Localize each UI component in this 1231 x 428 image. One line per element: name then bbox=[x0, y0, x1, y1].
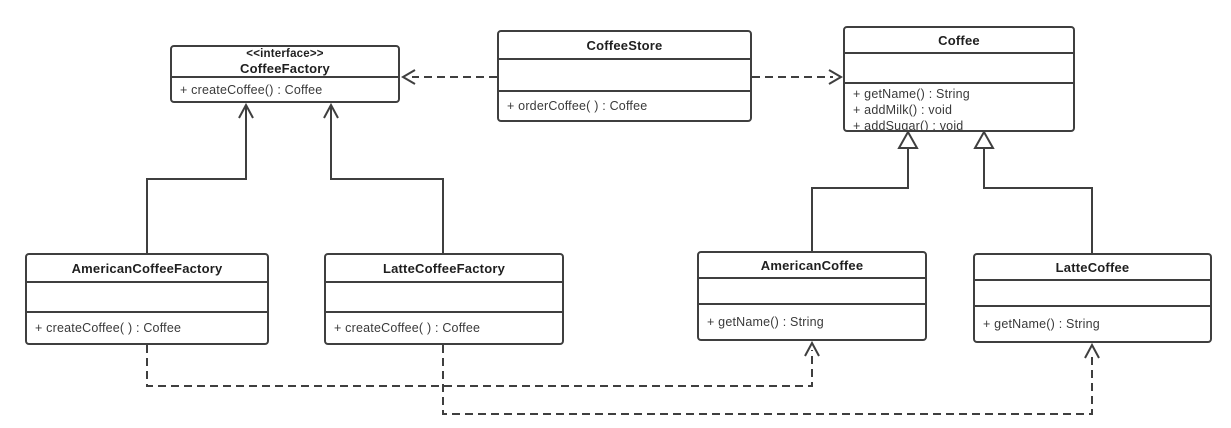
dependency-arrow-coffeestore-to-coffee bbox=[752, 69, 843, 85]
methods-compartment: + createCoffee() : Coffee bbox=[172, 78, 398, 101]
class-header: LatteCoffee bbox=[975, 255, 1210, 281]
methods-compartment: + getName() : String bbox=[699, 305, 925, 339]
attributes-compartment bbox=[326, 283, 562, 313]
method-label: + orderCoffee( ) : Coffee bbox=[507, 99, 648, 113]
attributes-compartment bbox=[699, 279, 925, 305]
class-box-americancoffeefactory[interactable]: AmericanCoffeeFactory + createCoffee( ) … bbox=[25, 253, 269, 345]
dependency-arrow-americancoffeefactory-to-americancoffee bbox=[146, 340, 820, 387]
dependency-arrow-lattecoffeefactory-to-lattecoffee bbox=[442, 342, 1100, 415]
methods-compartment: + orderCoffee( ) : Coffee bbox=[499, 92, 750, 120]
method-label: + createCoffee( ) : Coffee bbox=[334, 321, 481, 335]
attributes-compartment bbox=[27, 283, 267, 313]
class-header: <<interface>> CoffeeFactory bbox=[172, 47, 398, 78]
method-label: + getName() : String bbox=[983, 317, 1100, 331]
generalization-arrow-americancoffee-to-coffee bbox=[811, 129, 919, 251]
methods-compartment: + createCoffee( ) : Coffee bbox=[27, 313, 267, 343]
methods-compartment: + getName() : String bbox=[975, 307, 1210, 341]
attributes-compartment bbox=[845, 54, 1073, 84]
methods-compartment: + createCoffee( ) : Coffee bbox=[326, 313, 562, 343]
dependency-arrow-coffeestore-to-coffeefactory bbox=[401, 69, 497, 85]
class-header: AmericanCoffeeFactory bbox=[27, 255, 267, 283]
class-box-americancoffee[interactable]: AmericanCoffee + getName() : String bbox=[697, 251, 927, 341]
class-header: Coffee bbox=[845, 28, 1073, 54]
class-box-coffeestore[interactable]: CoffeeStore + orderCoffee( ) : Coffee bbox=[497, 30, 752, 122]
class-name: LatteCoffeeFactory bbox=[382, 260, 506, 276]
class-box-lattecoffeefactory[interactable]: LatteCoffeeFactory + createCoffee( ) : C… bbox=[324, 253, 564, 345]
class-header: LatteCoffeeFactory bbox=[326, 255, 562, 283]
class-name: AmericanCoffee bbox=[760, 257, 864, 273]
class-header: CoffeeStore bbox=[499, 32, 750, 60]
method-label: + createCoffee( ) : Coffee bbox=[35, 321, 182, 335]
class-name: LatteCoffee bbox=[1055, 259, 1130, 275]
stereotype-label: <<interface>> bbox=[246, 47, 324, 60]
generalization-arrow-lattecoffee-to-coffee bbox=[973, 129, 1093, 253]
class-box-lattecoffee[interactable]: LatteCoffee + getName() : String bbox=[973, 253, 1212, 343]
method-label: + createCoffee() : Coffee bbox=[180, 82, 323, 97]
attributes-compartment bbox=[499, 60, 750, 92]
attributes-compartment bbox=[975, 281, 1210, 307]
class-box-coffeefactory[interactable]: <<interface>> CoffeeFactory + createCoff… bbox=[170, 45, 400, 103]
method-label: + addMilk() : void bbox=[853, 103, 953, 117]
method-label: + getName() : String bbox=[853, 87, 970, 101]
class-name: AmericanCoffeeFactory bbox=[71, 260, 223, 276]
class-name: CoffeeStore bbox=[586, 37, 663, 53]
method-label: + addSugar() : void bbox=[853, 119, 964, 130]
class-header: AmericanCoffee bbox=[699, 253, 925, 279]
method-label: + getName() : String bbox=[707, 315, 824, 329]
class-name: CoffeeFactory bbox=[239, 60, 330, 76]
class-box-coffee[interactable]: Coffee + getName() : String + addMilk() … bbox=[843, 26, 1075, 132]
realization-arrow-americancoffeefactory-to-coffeefactory bbox=[146, 102, 254, 253]
class-name: Coffee bbox=[938, 32, 980, 48]
methods-compartment: + getName() : String + addMilk() : void … bbox=[845, 84, 1073, 130]
realization-arrow-lattecoffeefactory-to-coffeefactory bbox=[323, 102, 444, 253]
